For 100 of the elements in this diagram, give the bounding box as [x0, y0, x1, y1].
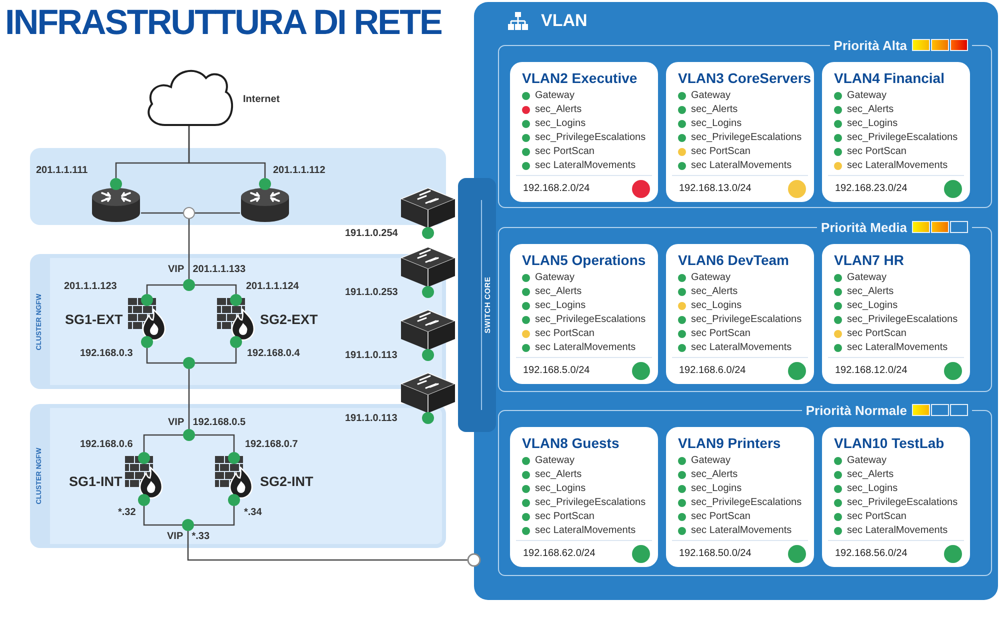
vlan-panel: [474, 2, 998, 600]
diagram-title: INFRASTRUTTURA DI RETE: [5, 4, 442, 42]
status-item-label: sec_PrivilegeEscalations: [847, 132, 958, 144]
address-label: 201.1.1.112: [273, 165, 326, 177]
connector-line: [195, 434, 235, 452]
status-item-label: Gateway: [691, 272, 730, 284]
firewall-icon: [215, 452, 253, 506]
status-item-label: sec_Alerts: [847, 104, 894, 116]
subnet-label: 192.168.50.0/24: [679, 548, 752, 560]
status-item-label: sec_Logins: [535, 483, 586, 495]
status-item-label: sec PortScan: [691, 328, 750, 340]
status-item-label: sec LateralMovements: [535, 525, 636, 537]
address-label: 191.1.0.113: [345, 350, 398, 362]
address-label: 201.1.1.123: [64, 281, 117, 293]
address-label: 192.168.0.3: [80, 348, 133, 360]
address-label: 192.168.0.6: [80, 439, 133, 451]
status-item-label: sec_Alerts: [535, 104, 582, 116]
port-dot-icon: [183, 429, 195, 441]
card-title: VLAN5 Operations: [522, 252, 646, 269]
status-item-label: sec_PrivilegeEscalations: [691, 497, 802, 509]
status-item-label: Gateway: [691, 455, 730, 467]
status-item-label: sec PortScan: [535, 511, 594, 523]
status-item-label: sec LateralMovements: [847, 160, 948, 172]
address-label: *.32: [118, 507, 136, 519]
status-item-label: sec LateralMovements: [847, 525, 948, 537]
device-name-label: SG1-INT: [69, 474, 122, 490]
vlan-card: [666, 62, 814, 202]
subnet-label: 192.168.6.0/24: [679, 365, 746, 377]
status-item-label: sec LateralMovements: [691, 525, 792, 537]
address-label: 201.1.1.124: [246, 281, 299, 293]
vlan-card: [666, 427, 814, 567]
status-item-label: sec_Alerts: [691, 469, 738, 481]
address-label: 191.1.0.253: [345, 287, 398, 299]
connector-line: [187, 531, 481, 567]
status-item-label: sec_Logins: [691, 483, 742, 495]
priority-group-frame: [498, 402, 992, 576]
network-switch-icon: [400, 372, 456, 424]
status-item-label: sec LateralMovements: [847, 342, 948, 354]
device-name-label: SG2-INT: [260, 474, 314, 490]
address-label: 192.168.0.7: [245, 439, 298, 451]
subnet-label: 192.168.56.0/24: [835, 548, 908, 560]
router-icon: [240, 178, 290, 223]
status-item-label: sec PortScan: [691, 511, 750, 523]
address-label: 191.1.0.113: [345, 413, 398, 425]
card-title: VLAN6 DevTeam: [678, 252, 790, 269]
network-switch-icon: [400, 246, 456, 298]
status-item-label: Gateway: [691, 90, 730, 102]
address-label: 201.1.1.111: [36, 165, 88, 177]
vlan-card: [510, 427, 658, 567]
status-item-label: Gateway: [847, 455, 886, 467]
connector-line: [195, 212, 240, 214]
status-item-label: Gateway: [535, 272, 574, 284]
port-dot-icon: [182, 519, 194, 531]
card-title: VLAN7 HR: [834, 252, 904, 269]
subnet-label: 192.168.23.0/24: [835, 183, 908, 195]
status-item-label: Gateway: [847, 272, 886, 284]
status-item-label: sec_Logins: [535, 118, 586, 130]
status-item-label: sec_Logins: [691, 300, 742, 312]
status-item-label: sec_Alerts: [691, 104, 738, 116]
card-title: VLAN10 TestLab: [834, 435, 944, 452]
card-title: VLAN2 Executive: [522, 70, 638, 87]
status-item-label: sec LateralMovements: [691, 160, 792, 172]
group-title: Priorità Normale: [806, 402, 907, 418]
device-name-label: SG1-EXT: [65, 312, 123, 328]
status-item-label: Gateway: [847, 90, 886, 102]
status-item-label: sec LateralMovements: [535, 160, 636, 172]
connector-line: [188, 369, 190, 429]
vlan-card: [822, 62, 970, 202]
status-item-label: sec PortScan: [847, 511, 906, 523]
status-item-label: Gateway: [535, 455, 574, 467]
connector-line: [194, 506, 235, 526]
status-item-label: sec_PrivilegeEscalations: [535, 314, 646, 326]
status-item-label: sec_Alerts: [535, 469, 582, 481]
status-item-label: sec_PrivilegeEscalations: [847, 314, 958, 326]
device-name-label: SG2-EXT: [260, 312, 318, 328]
zone-panel: [30, 148, 446, 225]
connector-line: [146, 348, 183, 364]
priority-group-frame: [498, 220, 992, 392]
card-title: VLAN4 Financial: [834, 70, 944, 87]
status-item-label: sec PortScan: [847, 146, 906, 158]
priority-group-frame: [498, 38, 992, 208]
cluster-panel: [30, 404, 446, 548]
connector-line: [188, 219, 190, 279]
status-item-label: sec PortScan: [535, 328, 594, 340]
status-item-label: sec_Alerts: [847, 469, 894, 481]
status-item-label: sec_Logins: [691, 118, 742, 130]
status-item-label: sec_PrivilegeEscalations: [535, 132, 646, 144]
address-label: 192.168.0.4: [247, 348, 300, 360]
address-label: VIP 201.1.1.133: [168, 264, 246, 276]
connector-line: [143, 506, 182, 526]
port-dot-icon: [183, 357, 195, 369]
status-item-label: sec LateralMovements: [691, 342, 792, 354]
status-item-label: sec_Alerts: [691, 286, 738, 298]
status-item-label: sec_PrivilegeEscalations: [691, 132, 802, 144]
group-title: Priorità Media: [821, 220, 907, 234]
network-switch-icon: [400, 187, 456, 239]
subnet-label: 192.168.12.0/24: [835, 365, 908, 377]
subnet-label: 192.168.62.0/24: [523, 548, 596, 560]
status-item-label: Gateway: [535, 90, 574, 102]
cluster-panel: [30, 254, 446, 389]
